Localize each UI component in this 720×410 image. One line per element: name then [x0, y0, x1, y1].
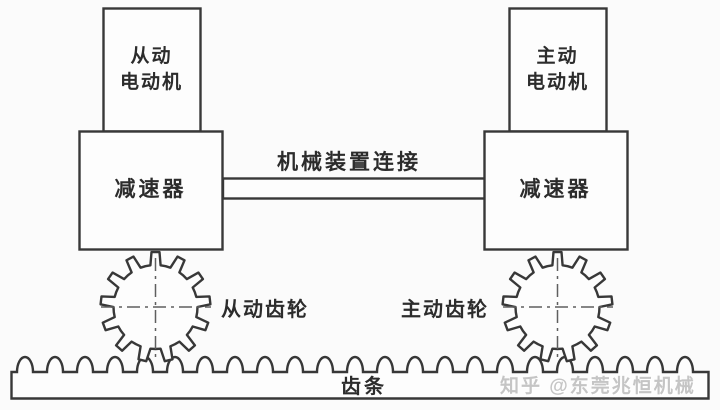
- driven-motor-label: 从动 电动机: [103, 8, 200, 131]
- drive-motor-box: [508, 7, 608, 133]
- driven-motor-box: [102, 7, 202, 133]
- drive-motor-label-line1: 主动: [536, 46, 579, 68]
- driven-reducer-box: [78, 130, 224, 251]
- driven-reducer-label: 减速器: [114, 178, 187, 202]
- connection-label: 机械装置连接: [277, 151, 421, 174]
- drive-reducer-box: [483, 130, 629, 251]
- driven-gear-label: 从动齿轮: [221, 299, 309, 321]
- connection-shaft: [221, 177, 487, 200]
- driven-motor-label-line1: 从动: [130, 46, 173, 68]
- drive-gear-label: 主动齿轮: [401, 299, 489, 321]
- driven-motor-label-line2: 电动机: [119, 71, 183, 93]
- drive-reducer-label: 减速器: [519, 178, 592, 202]
- rack-label: 齿条: [341, 376, 387, 398]
- drive-motor-label: 主动 电动机: [509, 8, 606, 131]
- watermark: 知乎 @东莞兆恒机械: [500, 376, 696, 397]
- rack-shape: [10, 355, 710, 400]
- gear-centerlines: [101, 258, 613, 362]
- drive-motor-label-line2: 电动机: [525, 71, 589, 93]
